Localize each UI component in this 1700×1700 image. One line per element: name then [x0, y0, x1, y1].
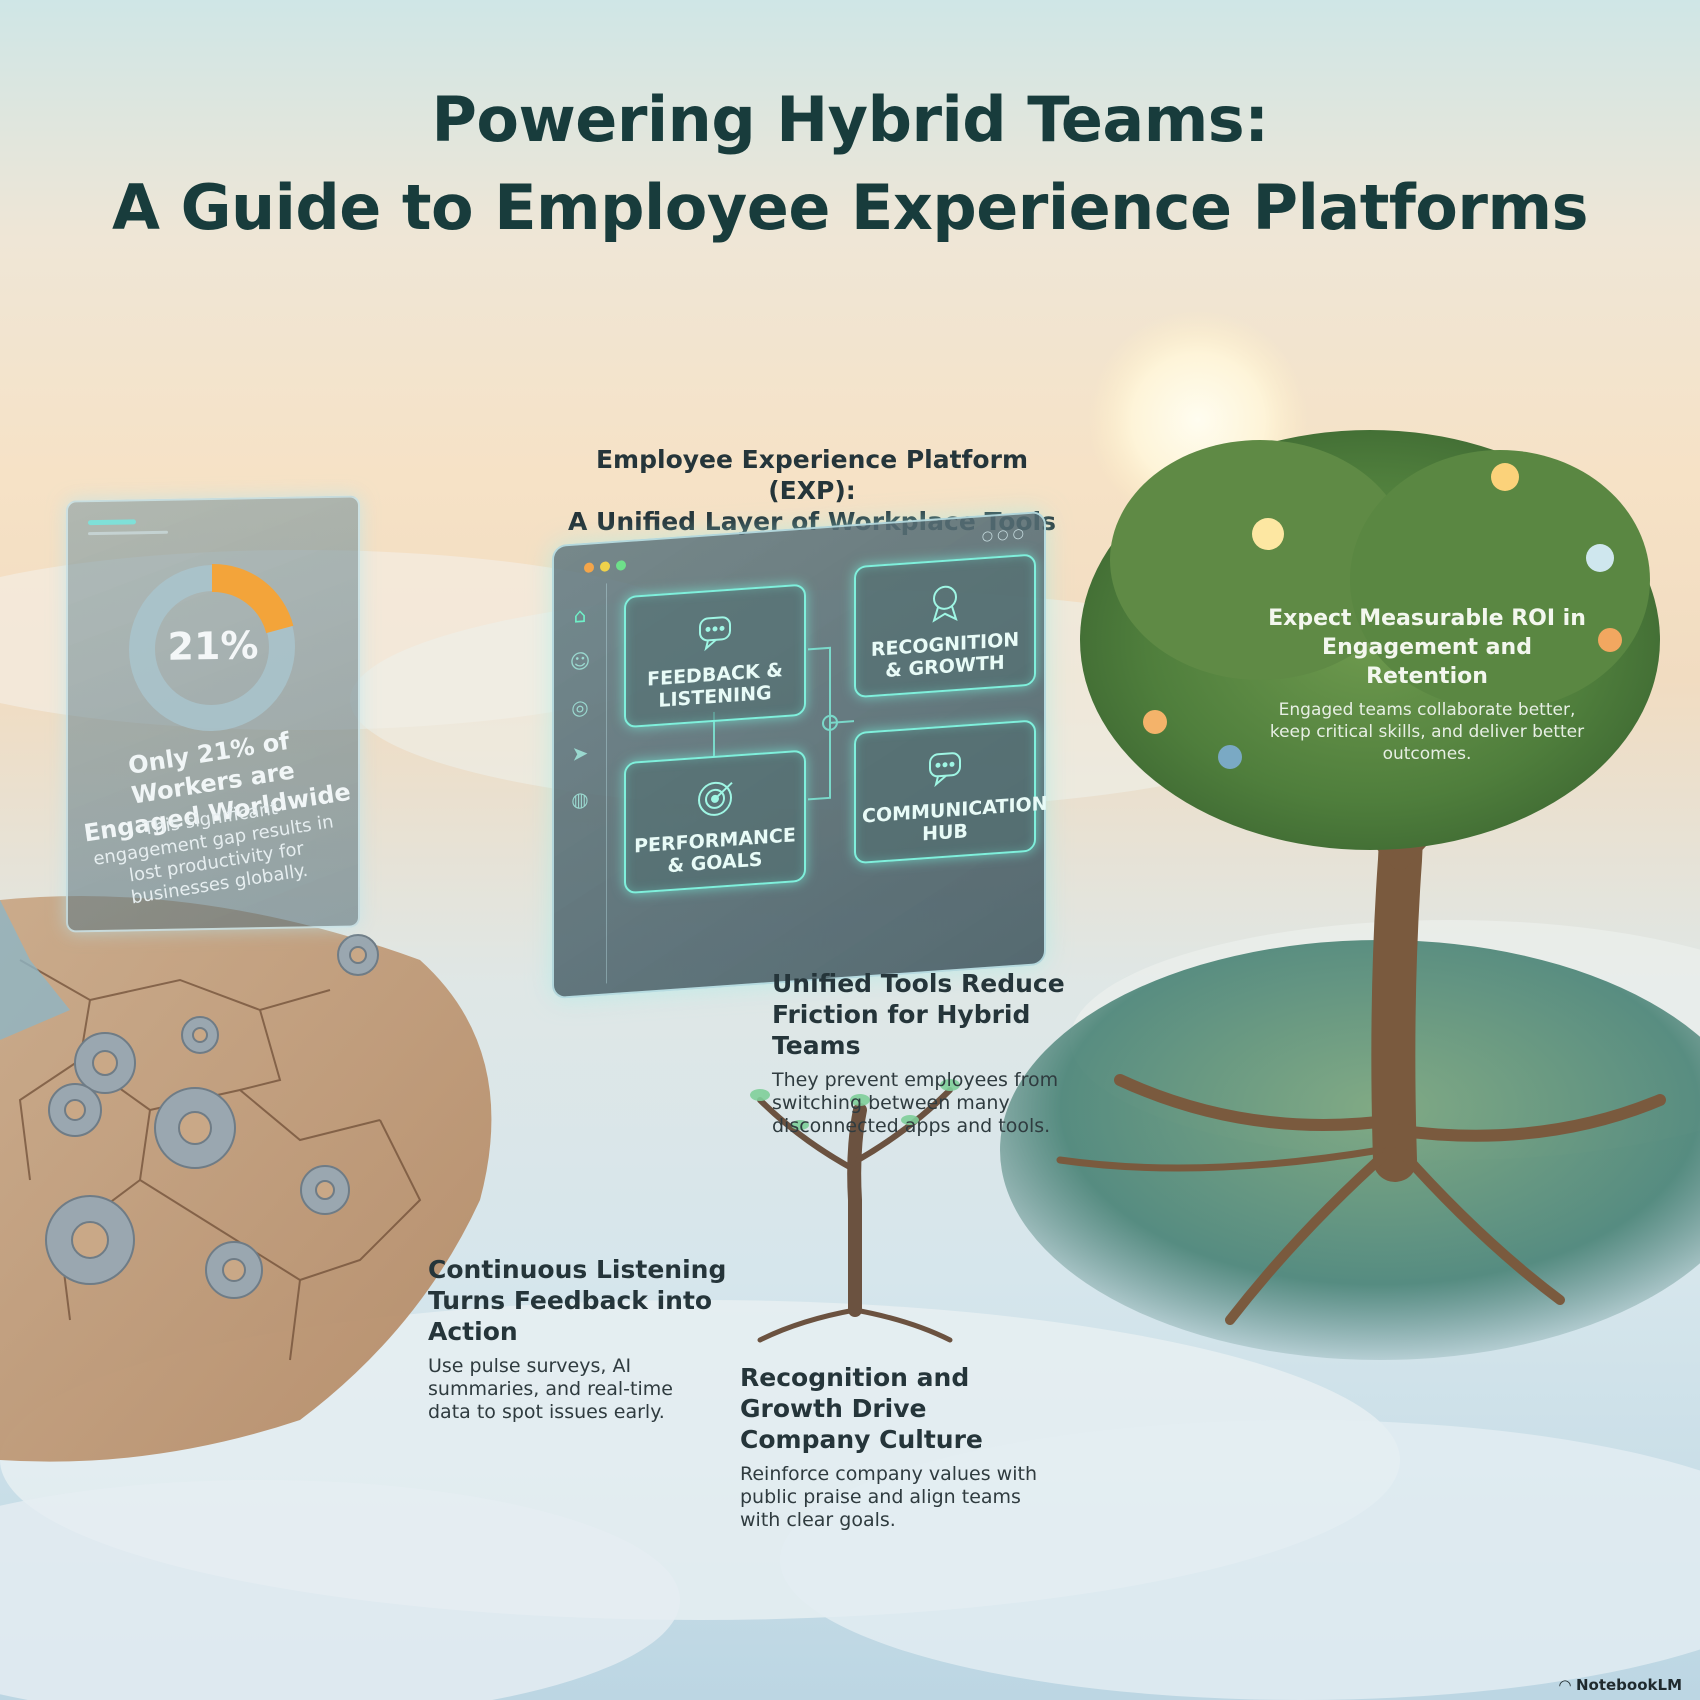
listening-heading: Continuous Listening Turns Feedback into…: [428, 1255, 727, 1346]
donut-engaged-arc: [211, 564, 294, 634]
unified-body: They prevent employees from switching be…: [772, 1069, 1059, 1137]
recognition-heading: Recognition and Growth Drive Company Cul…: [740, 1363, 983, 1454]
tile-connector-lines: [713, 646, 854, 801]
unified-tools-callout: Unified Tools Reduce Friction for Hybrid…: [772, 968, 1112, 1138]
award-ribbon-icon: [932, 585, 958, 623]
title-line-1: Powering Hybrid Teams:: [431, 83, 1269, 156]
engagement-stat-card: 21% Only 21% of Workers are Engaged Worl…: [66, 495, 360, 933]
listening-callout: Continuous Listening Turns Feedback into…: [428, 1254, 778, 1424]
title-line-2: A Guide to Employee Experience Platforms: [112, 171, 1588, 244]
tile-label: RECOGNITION & GROWTH: [870, 628, 1020, 682]
notebooklm-icon: ◠: [1559, 1676, 1576, 1694]
target-icon: [698, 781, 733, 816]
brand-logo: ◠ NotebookLM: [1559, 1676, 1682, 1694]
engagement-donut-chart: [129, 564, 295, 732]
exp-dashboard-panel: ○ ○ ○ ⌂ ☺ ◎ ➤ ◍ FEEDBACK & LISTENING REC…: [552, 510, 1048, 1000]
chat-bubble-icon: [929, 752, 961, 788]
recognition-body: Reinforce company values with public pra…: [740, 1463, 1037, 1531]
exp-heading-line-1: Employee Experience Platform (EXP):: [595, 445, 1028, 505]
tile-feedback-listening[interactable]: FEEDBACK & LISTENING: [624, 583, 806, 729]
tile-label: FEEDBACK & LISTENING: [647, 659, 783, 712]
tile-performance-goals[interactable]: PERFORMANCE & GOALS: [624, 749, 806, 895]
engagement-percent: 21%: [167, 623, 259, 669]
unified-heading: Unified Tools Reduce Friction for Hybrid…: [772, 969, 1065, 1060]
card-header-line-2: [88, 530, 168, 536]
recognition-callout: Recognition and Growth Drive Company Cul…: [740, 1362, 1060, 1532]
brand-name: NotebookLM: [1575, 1676, 1682, 1694]
roi-heading: Expect Measurable ROI in Engagement and …: [1268, 606, 1586, 689]
card-header-line: [88, 519, 136, 526]
tile-label: COMMUNICATION HUB: [862, 792, 1048, 846]
roi-callout: Expect Measurable ROI in Engagement and …: [1262, 604, 1592, 765]
roi-body: Engaged teams collaborate better, keep c…: [1269, 700, 1585, 764]
page-title: Powering Hybrid Teams: A Guide to Employ…: [0, 76, 1700, 252]
tile-communication-hub[interactable]: COMMUNICATION HUB: [854, 719, 1048, 865]
listening-body: Use pulse surveys, AI summaries, and rea…: [428, 1355, 673, 1423]
chat-bubbles-icon: [699, 616, 731, 652]
tile-recognition-growth[interactable]: RECOGNITION & GROWTH: [854, 553, 1036, 699]
tile-label: PERFORMANCE & GOALS: [634, 824, 796, 878]
